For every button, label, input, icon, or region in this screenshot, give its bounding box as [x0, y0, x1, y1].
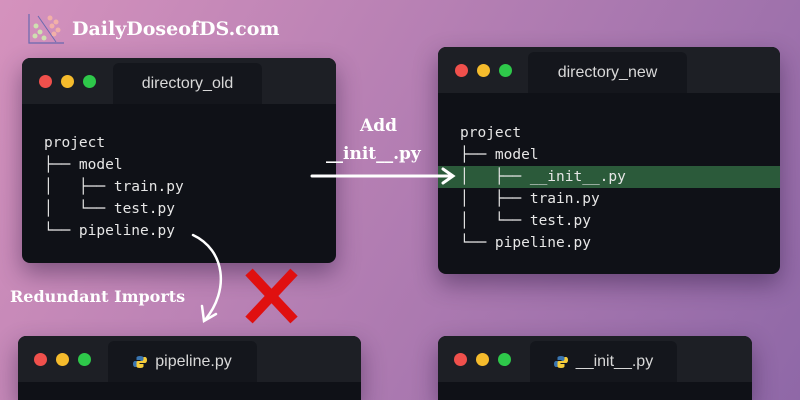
tree-line: │ ├── train.py	[44, 179, 184, 195]
window-pipeline: pipeline.py	[18, 336, 361, 400]
tree-line: ├── model	[460, 147, 539, 163]
tab-directory-old[interactable]: directory_old	[113, 63, 262, 104]
close-dot[interactable]	[455, 64, 468, 77]
maximize-dot[interactable]	[78, 353, 91, 366]
window-init: __init__.py	[438, 336, 752, 400]
tab-directory-new[interactable]: directory_new	[528, 52, 687, 93]
tree-line: project	[44, 135, 106, 151]
scatter-logo-icon	[28, 14, 64, 44]
right-arrow-icon	[310, 167, 456, 185]
tree-line-added: │ ├── __init__.py	[460, 169, 626, 185]
maximize-dot[interactable]	[498, 353, 511, 366]
close-dot[interactable]	[34, 353, 47, 366]
add-label: Add	[360, 116, 397, 136]
red-x-icon	[245, 268, 298, 324]
minimize-dot[interactable]	[56, 353, 69, 366]
curved-arrow-icon	[191, 233, 223, 324]
minimize-dot[interactable]	[477, 64, 490, 77]
tab-pipeline[interactable]: pipeline.py	[108, 341, 257, 382]
init-label: __init__.py	[326, 144, 421, 164]
brand-logo	[26, 12, 66, 46]
brand-name: DailyDoseofDS.com	[72, 18, 280, 40]
tree-line: └── pipeline.py	[44, 223, 175, 239]
maximize-dot[interactable]	[499, 64, 512, 77]
minimize-dot[interactable]	[476, 353, 489, 366]
close-dot[interactable]	[39, 75, 52, 88]
minimize-dot[interactable]	[61, 75, 74, 88]
tree-line: │ └── test.py	[44, 201, 175, 217]
python-icon	[553, 355, 568, 368]
python-icon	[133, 355, 148, 368]
maximize-dot[interactable]	[83, 75, 96, 88]
tree-line: └── pipeline.py	[460, 235, 591, 251]
added-file-highlight	[438, 166, 780, 188]
tree-line: │ ├── train.py	[460, 191, 600, 207]
close-dot[interactable]	[454, 353, 467, 366]
redundant-imports-label: Redundant Imports	[10, 287, 186, 306]
window-directory-old: directory_old project ├── model │ ├── tr…	[22, 58, 336, 263]
tree-line: ├── model	[44, 157, 123, 173]
tab-init[interactable]: __init__.py	[530, 341, 677, 382]
window-directory-new: directory_new project ├── model │ ├── __…	[438, 47, 780, 274]
tree-line: │ └── test.py	[460, 213, 591, 229]
tree-line: project	[460, 125, 522, 141]
